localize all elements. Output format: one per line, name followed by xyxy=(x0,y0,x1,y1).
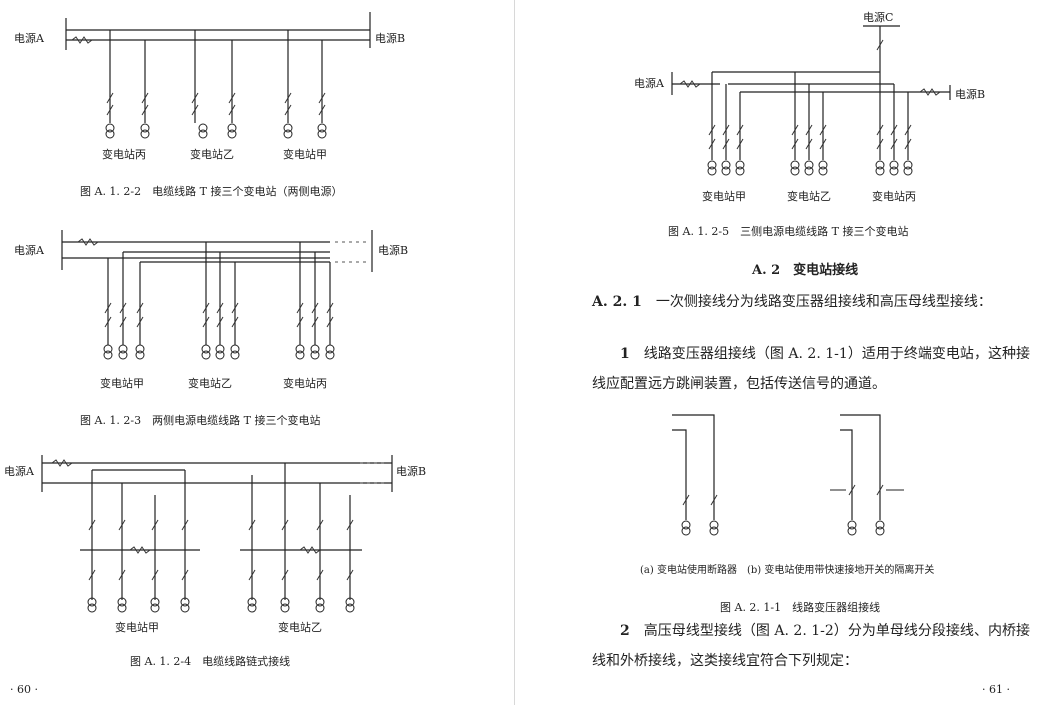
fig-a122-diagram xyxy=(65,12,371,90)
page-number-right: · 61 · xyxy=(982,683,1010,696)
label-source-a: 电源A xyxy=(14,32,44,45)
label-substation-yi: 变电站乙 xyxy=(190,148,234,161)
paragraph-item-1-number: 1 xyxy=(620,346,630,362)
label-substation-yi-3: 变电站乙 xyxy=(278,621,322,634)
label-source-b-3: 电源B xyxy=(396,465,427,478)
paragraph-item-2: 2 高压母线型接线（图 A. 2. 1-2）分为单母线分段接线、内桥接线和外桥接… xyxy=(592,616,1030,676)
fig-a122-feeders xyxy=(109,90,323,123)
label-substation-yi-4: 变电站乙 xyxy=(787,190,831,203)
page-gutter xyxy=(514,0,515,705)
label-source-c: 电源C xyxy=(863,11,894,24)
fig-a211-diagram xyxy=(672,414,881,520)
page-number-left: · 60 · xyxy=(10,683,38,696)
label-substation-jia-2: 变电站甲 xyxy=(100,377,144,390)
paragraph-a21-text: 一次侧接线分为线路变压器组接线和高压母线型接线： xyxy=(655,294,992,310)
caption-fig-a122: 图 A. 1. 2-2 电缆线路 T 接三个变电站（两侧电源） xyxy=(80,185,343,198)
label-substation-bing: 变电站丙 xyxy=(102,148,146,161)
open-ends xyxy=(335,241,388,484)
paragraph-item-2-number: 2 xyxy=(620,623,630,639)
label-substation-bing-4: 变电站丙 xyxy=(872,190,916,203)
paragraph-item-1: 1 线路变压器组接线（图 A. 2. 1-1）适用于终端变电站，这种接线应配置远… xyxy=(592,339,1030,399)
paragraph-a21-number: A. 2. 1 xyxy=(592,294,642,310)
caption-fig-a211: 图 A. 2. 1-1 线路变压器组接线 xyxy=(720,601,881,614)
label-source-a-2: 电源A xyxy=(14,244,44,257)
caption-fig-a125: 图 A. 1. 2-5 三侧电源电缆线路 T 接三个变电站 xyxy=(668,225,909,238)
label-substation-yi-2: 变电站乙 xyxy=(188,377,232,390)
label-substation-jia-3: 变电站甲 xyxy=(115,621,159,634)
label-source-a-3: 电源A xyxy=(4,465,34,478)
paragraph-item-1-text: 线路变压器组接线（图 A. 2. 1-1）适用于终端变电站，这种接线应配置远方跳… xyxy=(592,346,1030,392)
paragraph-a21: A. 2. 1 一次侧接线分为线路变压器组接线和高压母线型接线： xyxy=(592,287,1030,317)
label-substation-bing-2: 变电站丙 xyxy=(283,377,327,390)
label-source-a-4: 电源A xyxy=(634,77,664,90)
label-source-b-4: 电源B xyxy=(955,88,986,101)
paragraph-item-2-text: 高压母线型接线（图 A. 2. 1-2）分为单母线分段接线、内桥接线和外桥接线，… xyxy=(592,623,1030,669)
caption-fig-a211-sub: (a) 变电站使用断路器 (b) 变电站使用带快速接地开关的隔离开关 xyxy=(640,565,935,576)
caption-fig-a124: 图 A. 1. 2-4 电缆线路链式接线 xyxy=(130,655,291,668)
label-substation-jia: 变电站甲 xyxy=(283,148,327,161)
label-source-b-2: 电源B xyxy=(378,244,409,257)
fig-a124-diagram xyxy=(41,455,393,600)
fig-a123-diagram xyxy=(61,230,373,345)
label-substation-jia-4: 变电站甲 xyxy=(702,190,746,203)
label-source-b: 电源B xyxy=(375,32,406,45)
caption-fig-a123: 图 A. 1. 2-3 两侧电源电缆线路 T 接三个变电站 xyxy=(80,414,321,427)
section-title: A. 2 变电站接线 xyxy=(752,263,859,278)
